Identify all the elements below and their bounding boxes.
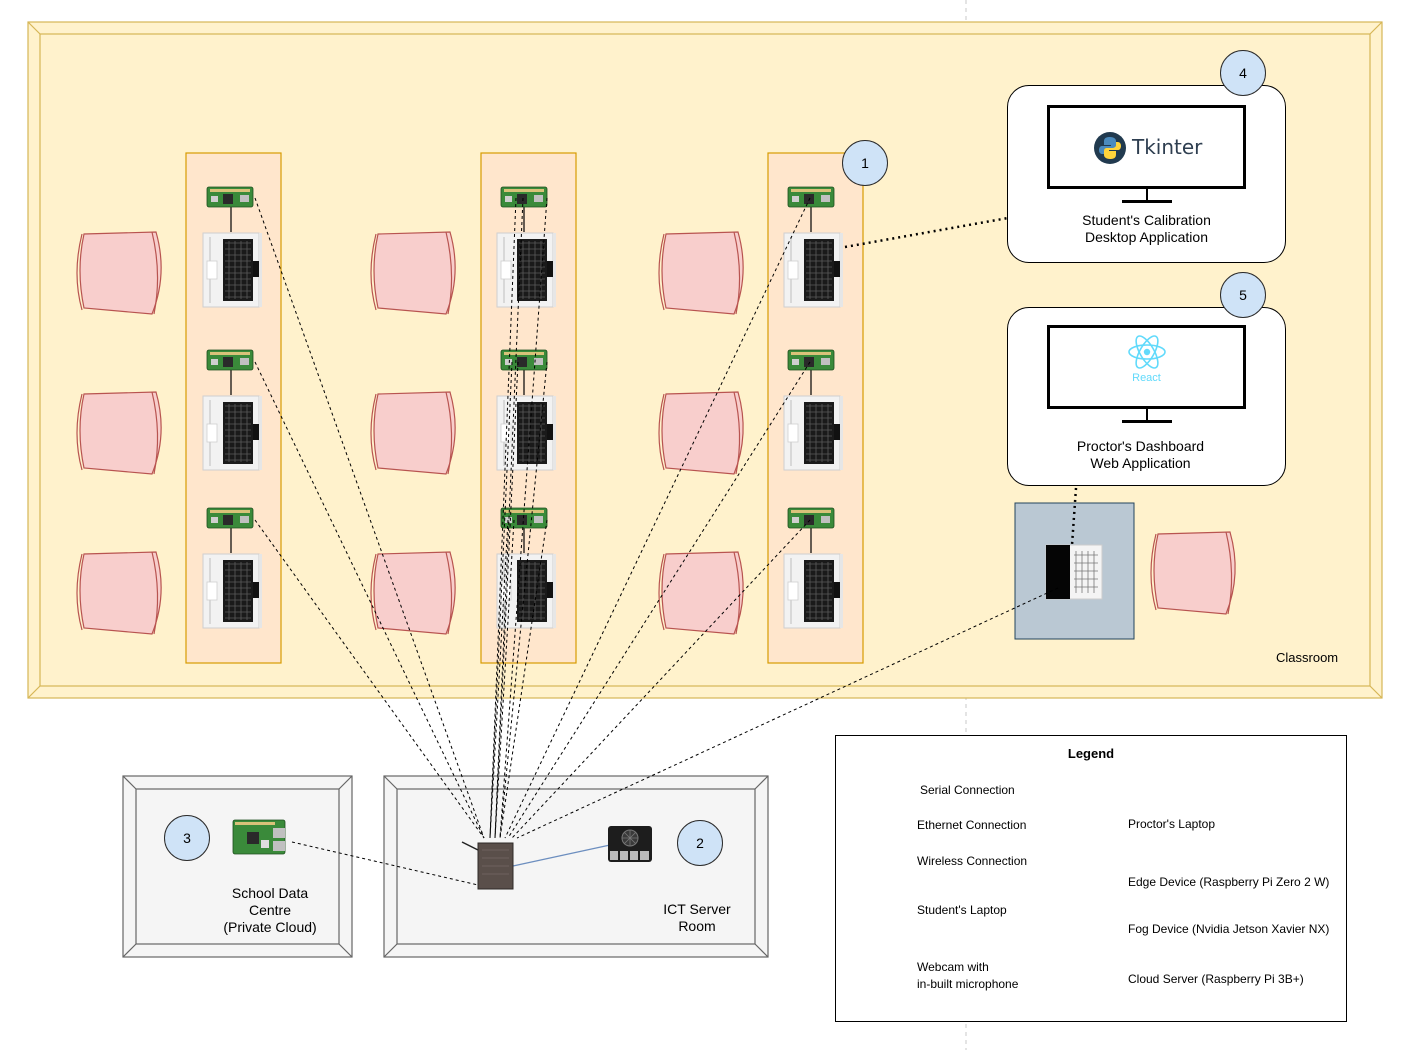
cloud-server: [232, 819, 286, 855]
dashboard-app-box: React Proctor's Dashboard Web Applicatio…: [1007, 307, 1286, 486]
react-icon: [1128, 335, 1166, 369]
tkinter-brand: Tkinter: [1132, 135, 1203, 159]
student-laptop: [496, 395, 557, 471]
chair: [658, 391, 744, 475]
proctor-laptop: [1045, 544, 1103, 600]
data-centre-label-line1: School Data: [231, 885, 309, 901]
student-laptop: [202, 553, 263, 629]
student-laptop: [202, 232, 263, 308]
calibration-app-label-line2: Desktop Application: [1085, 229, 1208, 245]
edge-device: [500, 349, 548, 371]
server-room-label-line2: Room: [678, 918, 716, 934]
server-room-label-line1: ICT Server: [663, 901, 731, 917]
data-centre-label-line2: Centre: [248, 902, 292, 918]
student-laptop: [202, 395, 263, 471]
calibration-monitor: Tkinter: [1047, 105, 1246, 189]
dashboard-app-label-line1: Proctor's Dashboard: [1076, 438, 1205, 454]
react-brand: React: [1132, 372, 1161, 384]
edge-device: [206, 186, 254, 208]
legend-box: Legend: [835, 735, 1347, 1022]
badge-2: 2: [677, 820, 723, 866]
badge-5: 5: [1220, 272, 1266, 318]
dashboard-monitor: React: [1047, 325, 1246, 409]
edge-device: [500, 186, 548, 208]
chair: [658, 551, 744, 635]
chair: [370, 231, 456, 315]
serial-connections: [230, 207, 812, 553]
legend-title: Legend: [1067, 746, 1115, 761]
edge-device: [787, 186, 835, 208]
badge-3: 3: [164, 815, 210, 861]
calibration-app-box: Tkinter Student's Calibration Desktop Ap…: [1007, 85, 1286, 263]
wireless-connections: [254, 197, 1059, 886]
dashboard-app-label-line2: Web Application: [1090, 455, 1191, 471]
calibration-app-label-line1: Student's Calibration: [1082, 212, 1211, 228]
dashboard-monitor-foot: [1122, 420, 1172, 423]
badge-4: 4: [1220, 50, 1266, 96]
legend-student-laptop-label: Student's Laptop: [917, 903, 1007, 917]
legend-ethernet-label: Ethernet Connection: [917, 818, 1027, 832]
legend-webcam-label-line2: in-built microphone: [917, 977, 1019, 991]
proctor-chair: [1150, 531, 1236, 615]
ethernet-connection: [512, 844, 611, 867]
data-centre-label-line3: (Private Cloud): [223, 919, 317, 935]
edge-device: [787, 507, 835, 529]
edge-device: [206, 507, 254, 529]
student-laptop: [496, 232, 557, 308]
fog-device: [607, 825, 653, 863]
student-laptop: [783, 395, 844, 471]
school-data-centre: [122, 775, 353, 958]
python-icon: [1094, 132, 1126, 164]
legend-wireless-label: Wireless Connection: [917, 854, 1028, 868]
chair: [76, 391, 162, 475]
student-laptop: [783, 232, 844, 308]
classroom-label: Classroom: [1276, 650, 1339, 665]
wireless-router: [461, 841, 514, 890]
chair: [76, 551, 162, 635]
badge-1: 1: [842, 140, 888, 186]
legend-fog-label: Fog Device (Nvidia Jetson Xavier NX): [1128, 922, 1330, 936]
chair: [658, 231, 744, 315]
legend-proctor-laptop-label: Proctor's Laptop: [1128, 817, 1216, 831]
calibration-monitor-foot: [1122, 200, 1172, 203]
legend-cloud-label: Cloud Server (Raspberry Pi 3B+): [1128, 972, 1304, 986]
student-laptop: [783, 553, 844, 629]
ict-server-room: [383, 775, 769, 958]
chair: [370, 551, 456, 635]
chair: [76, 231, 162, 315]
chair: [370, 391, 456, 475]
calibration-monitor-stand: [1146, 187, 1148, 201]
legend-serial-label: Serial Connection: [920, 783, 1015, 797]
edge-device: [206, 349, 254, 371]
dashboard-monitor-stand: [1146, 407, 1148, 421]
legend-webcam-label-line1: Webcam with: [917, 960, 989, 974]
edge-device: [787, 349, 835, 371]
legend-edge-label: Edge Device (Raspberry Pi Zero 2 W): [1128, 875, 1330, 889]
